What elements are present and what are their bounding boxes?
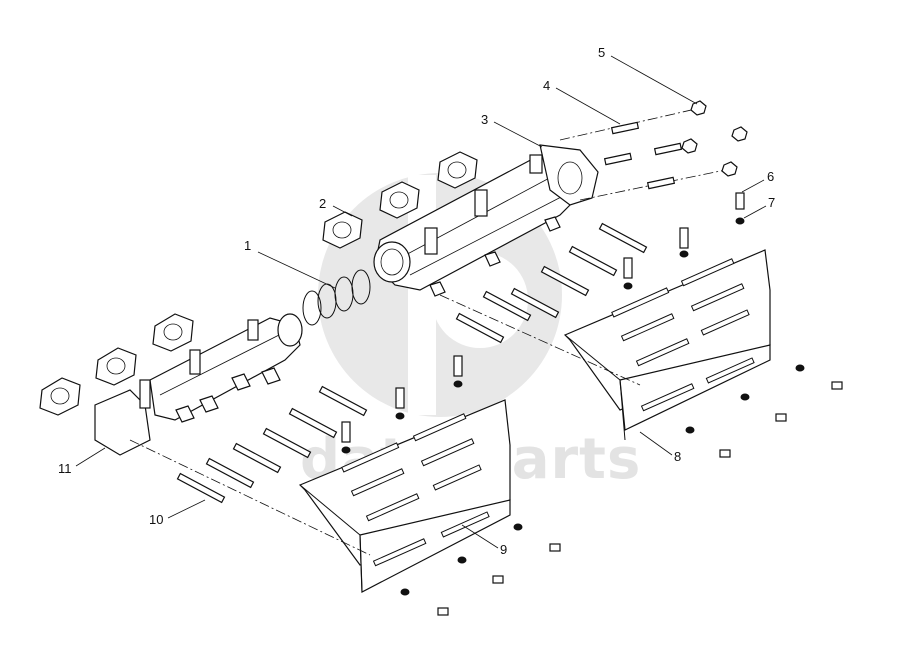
rear-bolt-1 [598, 222, 648, 254]
rear-shoulder-bolt-2 [623, 257, 633, 279]
callout-labels: 1 2 3 4 5 6 7 8 9 10 11 [58, 45, 775, 557]
rear-manifold-flange [539, 144, 599, 206]
stud-4 [646, 176, 676, 190]
rear-exhaust-manifold [373, 144, 599, 297]
watermark-logo-inner [432, 252, 528, 348]
front-manifold-elbow [94, 389, 151, 456]
rear-bolt-6 [455, 312, 505, 344]
nut-1 [690, 100, 707, 116]
nut-3 [681, 138, 698, 154]
stud-2 [603, 152, 633, 166]
rear-bolt-2 [568, 245, 618, 277]
sealing-rings [302, 269, 371, 326]
rear-bolt-3 [540, 265, 590, 297]
front-exhaust-manifold [94, 313, 303, 456]
callout-7: 7 [768, 195, 775, 210]
front-bolt-10 [176, 472, 226, 504]
front-bolt-2 [288, 407, 338, 439]
rear-gasket-3 [437, 151, 478, 189]
callout-10: 10 [149, 512, 163, 527]
seal-ring-4 [351, 269, 371, 305]
callout-2: 2 [319, 196, 326, 211]
callout-4: 4 [543, 78, 550, 93]
rear-bolt-5 [482, 290, 532, 322]
front-bolt-1 [318, 385, 368, 417]
rear-bolts [439, 192, 843, 458]
stud-3 [653, 142, 683, 156]
callout-8: 8 [674, 449, 681, 464]
rear-gasket-2 [379, 181, 420, 219]
nut-2 [731, 126, 748, 142]
front-gasket-2 [95, 347, 137, 386]
rear-shoulder-bolt-1 [679, 227, 689, 249]
rear-bolt-4 [510, 287, 560, 319]
front-heat-shield [298, 399, 511, 593]
callout-6: 6 [767, 169, 774, 184]
callout-5: 5 [598, 45, 605, 60]
callout-3: 3 [481, 112, 488, 127]
rear-washer-7 [735, 217, 745, 225]
stud-1 [610, 121, 640, 135]
front-bolts [129, 355, 561, 616]
front-bolt-3 [262, 427, 312, 459]
rear-manifold-outlet [373, 241, 411, 283]
front-manifold-outlet [277, 313, 303, 347]
leader-lines [75, 55, 767, 549]
rear-heat-shield [563, 249, 771, 441]
front-gasket-3 [152, 313, 194, 352]
seal-ring-1 [302, 290, 322, 326]
front-bolt-5 [205, 457, 255, 489]
callout-11: 11 [58, 461, 72, 476]
nut-4 [721, 161, 738, 177]
front-gasket-1 [39, 377, 81, 416]
front-gaskets [39, 313, 194, 416]
callout-1: 1 [244, 238, 251, 253]
callout-9: 9 [500, 542, 507, 557]
studs-and-nuts [559, 100, 748, 201]
front-bolt-4 [232, 442, 282, 474]
rear-shoulder-bolt-6 [735, 192, 745, 210]
